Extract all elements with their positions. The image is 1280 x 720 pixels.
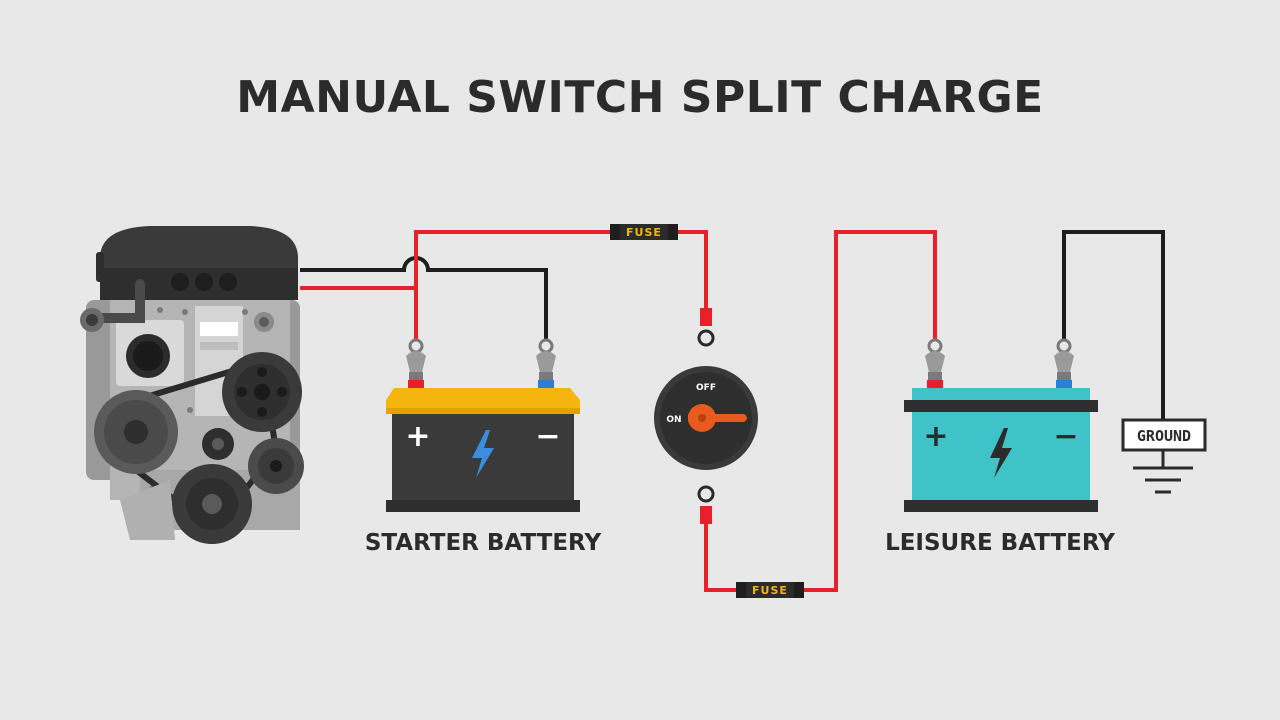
switch-on-label: ON xyxy=(666,415,681,425)
fuse-to-switch-wire xyxy=(676,230,708,316)
leisure-negative-clamp xyxy=(1054,338,1074,380)
bottom-fuse-label: FUSE xyxy=(752,584,788,597)
engine-negative-wire xyxy=(300,256,548,340)
engine-icon xyxy=(80,226,304,544)
starter-battery-label: STARTER BATTERY xyxy=(365,530,602,556)
ground-label: GROUND xyxy=(1137,427,1191,445)
bottom-fuse-to-leisure-wire xyxy=(800,230,937,592)
leisure-battery: + − xyxy=(904,338,1098,512)
leisure-positive-clamp xyxy=(925,338,945,380)
starter-positive-post xyxy=(408,380,424,388)
starter-negative-post xyxy=(538,380,554,388)
lightning-bolt-icon xyxy=(990,428,1012,478)
bottom-fuse: FUSE xyxy=(736,582,804,598)
switch-to-bottom-fuse-wire xyxy=(704,520,738,592)
starter-negative-clamp xyxy=(536,338,556,380)
leisure-plus-sign: + xyxy=(923,419,948,454)
ground-symbol: GROUND xyxy=(1121,418,1207,494)
leisure-positive-post xyxy=(927,380,943,388)
starter-plus-sign: + xyxy=(405,419,430,454)
battery-switch[interactable]: OFF ON xyxy=(654,308,758,524)
wires xyxy=(300,230,1165,592)
leisure-negative-post xyxy=(1056,380,1072,388)
engine-positive-wire xyxy=(300,286,418,340)
starter-positive-clamp xyxy=(406,338,426,380)
top-fuse-label: FUSE xyxy=(626,226,662,239)
top-fuse: FUSE xyxy=(610,224,678,240)
starter-to-switch-wire xyxy=(414,230,612,288)
leisure-to-ground-wire xyxy=(1062,230,1165,420)
starter-battery: + − xyxy=(386,338,580,512)
starter-minus-sign: − xyxy=(535,419,560,454)
diagram-title: MANUAL SWITCH SPLIT CHARGE xyxy=(236,72,1043,123)
leisure-minus-sign: − xyxy=(1053,419,1078,454)
leisure-battery-label: LEISURE BATTERY xyxy=(885,530,1115,556)
switch-off-label: OFF xyxy=(696,383,716,393)
lightning-bolt-icon xyxy=(472,430,494,478)
